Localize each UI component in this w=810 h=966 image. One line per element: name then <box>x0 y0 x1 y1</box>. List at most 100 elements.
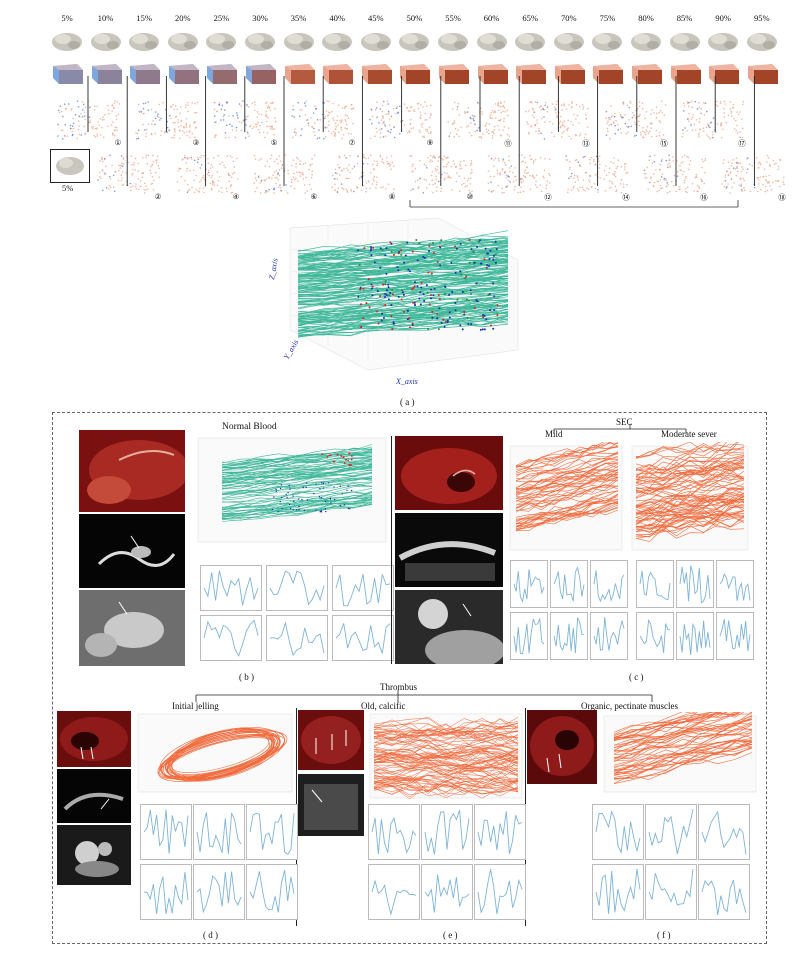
point-cloud-frame <box>598 93 672 145</box>
heart-photo-normal <box>79 430 185 512</box>
echo-image-sec <box>395 513 503 587</box>
frame-number: ⑯ <box>700 193 708 202</box>
line-plot <box>645 804 697 860</box>
organ-model-icon <box>127 30 161 52</box>
point-cloud-frame <box>364 93 438 145</box>
frame-number: ⑧ <box>388 192 396 201</box>
line-plot <box>636 560 674 608</box>
point-cloud-frame <box>248 147 322 199</box>
panel-label-b: ( b ) <box>239 672 254 682</box>
frame-number: ⑥ <box>310 192 318 201</box>
volume-cube-icon <box>358 60 394 86</box>
frame-number: ⑫ <box>544 193 552 202</box>
x-axis-label: X_axis <box>395 377 418 386</box>
frame-number: ④ <box>232 192 240 201</box>
ct-image-sec <box>395 590 503 664</box>
heading-thrombus: Thrombus <box>380 682 417 692</box>
heading-initial-jelling: Initial jelling <box>172 701 219 711</box>
organic-3d-plot <box>603 712 757 793</box>
panel-label-a: ( a ) <box>400 397 415 407</box>
heart-photo-initial <box>57 711 131 767</box>
dashed-figure-box <box>52 412 767 944</box>
frame-number: ⑭ <box>622 193 630 202</box>
organ-model-icon <box>282 30 316 52</box>
point-cloud-frame <box>520 93 594 145</box>
organ-model-icon <box>243 30 277 52</box>
sec-moderate-3d-plot <box>631 442 749 551</box>
percentage-label: 90% <box>715 13 731 23</box>
line-plot <box>590 612 628 660</box>
percentage-label: 65% <box>522 13 538 23</box>
line-plot <box>246 804 298 860</box>
line-plot <box>510 560 548 608</box>
heading-sec: SEC <box>616 417 633 427</box>
organ-model-icon <box>668 30 702 52</box>
frame-number: ③ <box>192 138 200 147</box>
organ-model-icon <box>436 30 470 52</box>
main-3d-trajectory-plot: Z_axis Y_axis X_axis <box>268 217 519 386</box>
frame-number: ⑤ <box>270 138 278 147</box>
percentage-label: 35% <box>290 13 307 23</box>
line-plot <box>645 864 697 920</box>
percentage-label: 45% <box>368 13 384 23</box>
volume-cube-icon <box>589 60 625 86</box>
point-cloud-frame <box>482 147 556 199</box>
echo-image-normal <box>79 514 185 588</box>
point-cloud-frame <box>286 93 360 145</box>
line-plot <box>592 864 644 920</box>
percentage-label: 95% <box>754 13 770 23</box>
frame-number: ⑱ <box>778 193 786 202</box>
thrombus-bracket <box>195 690 653 702</box>
organ-model-icon <box>50 30 84 52</box>
frame-number: ⑪ <box>504 139 512 148</box>
percentage-label: 15% <box>136 13 152 23</box>
volume-cube-icon <box>49 60 85 86</box>
line-plot <box>140 804 192 860</box>
heading-normal-blood: Normal Blood <box>222 422 277 432</box>
inset-organ-icon <box>56 157 84 175</box>
connector-lines <box>87 76 755 208</box>
frame-number: ⑩ <box>466 192 474 201</box>
line-plot <box>193 864 245 920</box>
volume-cube-icon <box>203 60 239 86</box>
echo-image-initial <box>57 769 131 823</box>
inset-box <box>50 149 90 183</box>
volume-cube-icon <box>88 60 124 86</box>
sec-mild-3d-plot <box>509 442 623 551</box>
point-cloud-frame <box>52 93 126 145</box>
point-cloud-frame <box>170 147 244 199</box>
point-cloud-frame <box>638 147 712 199</box>
percentage-label: 50% <box>406 13 423 23</box>
frame-number: ⑦ <box>348 138 356 147</box>
line-plot <box>636 612 674 660</box>
point-cloud-frame <box>208 93 282 145</box>
point-cloud-frame <box>404 147 478 199</box>
ct-image-initial <box>57 825 131 885</box>
normal-blood-3d-plot <box>197 437 387 543</box>
heart-photo-sec <box>395 436 503 510</box>
percentage-label: 25% <box>213 13 230 23</box>
line-plot <box>676 612 714 660</box>
percentage-label: 40% <box>329 13 345 23</box>
percentage-label: 30% <box>252 13 268 23</box>
frame-number: ② <box>154 192 162 201</box>
percentage-label: 75% <box>599 13 616 23</box>
organ-model-icon <box>89 30 123 52</box>
y-axis-label: Y_axis <box>282 338 300 361</box>
volume-cube-icon <box>744 60 780 86</box>
percentage-label: 20% <box>175 13 191 23</box>
point-cloud-frame <box>130 93 204 145</box>
organ-model-icon <box>513 30 547 52</box>
point-cloud-frame <box>716 147 790 199</box>
organ-model-icon <box>475 30 509 52</box>
volume-cube-icon <box>165 60 201 86</box>
line-plot <box>368 864 420 920</box>
heart-photo-old <box>298 710 364 770</box>
panel-label-c: ( c ) <box>629 672 644 682</box>
frame-number: ⑨ <box>426 138 434 147</box>
point-cloud-frame <box>560 147 634 199</box>
heading-old-calcific: Old, calcific <box>361 701 406 711</box>
heading-organic: Organic, pectinate muscles <box>581 701 679 711</box>
line-plot <box>716 560 754 608</box>
line-plot <box>246 864 298 920</box>
